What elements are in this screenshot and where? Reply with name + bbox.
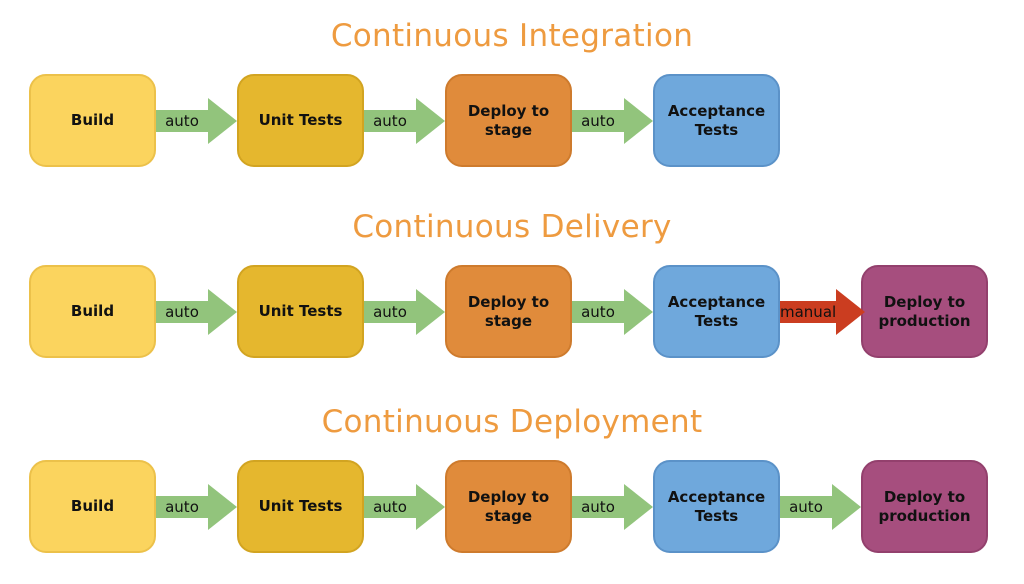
- arrow-head-icon: [836, 288, 866, 335]
- pipeline-row-continuous-deployment: Continuous Deployment Build auto Unit Te…: [0, 400, 1024, 553]
- flow-arrow-auto: auto: [572, 265, 653, 358]
- stage-box-acceptance-tests: Acceptance Tests: [653, 265, 780, 358]
- stage-label: Acceptance Tests: [667, 101, 766, 139]
- stage-label: Unit Tests: [258, 302, 343, 321]
- arrow-head-icon: [208, 288, 237, 335]
- pipeline-title: Continuous Integration: [330, 18, 694, 54]
- stage-label: Deploy to stage: [467, 487, 550, 525]
- arrow-label: auto: [789, 497, 823, 516]
- arrow-tail: auto: [156, 300, 208, 323]
- arrow-head-icon: [832, 483, 861, 530]
- stage-label: Deploy to production: [878, 487, 971, 525]
- arrow-label: auto: [373, 302, 407, 321]
- stage-box-deploy-to-production: Deploy to production: [861, 265, 988, 358]
- flow-arrow-auto: auto: [156, 265, 237, 358]
- arrow-head-icon: [624, 483, 653, 530]
- arrow-label: auto: [165, 497, 199, 516]
- arrow-tail: auto: [572, 495, 624, 518]
- arrow-tail: auto: [780, 495, 832, 518]
- arrow-head-icon: [208, 97, 237, 144]
- stage-box-unit-tests: Unit Tests: [237, 265, 364, 358]
- stage-label: Unit Tests: [258, 111, 343, 130]
- arrow-tail: auto: [364, 300, 416, 323]
- pipeline-row-continuous-delivery: Continuous Delivery Build auto Unit Test…: [0, 205, 1024, 358]
- arrow-label: auto: [581, 497, 615, 516]
- flow-arrow-auto: auto: [572, 460, 653, 553]
- pipeline-row-continuous-integration: Continuous Integration Build auto Unit T…: [0, 14, 1024, 167]
- pipeline-flow: Build auto Unit Tests auto Deploy to sta…: [29, 460, 1024, 553]
- flow-arrow-auto: auto: [572, 74, 653, 167]
- stage-box-acceptance-tests: Acceptance Tests: [653, 460, 780, 553]
- stage-label: Acceptance Tests: [667, 487, 766, 525]
- stage-label: Deploy to stage: [467, 101, 550, 139]
- stage-box-build: Build: [29, 265, 156, 358]
- flow-arrow-auto: auto: [780, 460, 861, 553]
- flow-arrow-auto: auto: [364, 74, 445, 167]
- stage-box-build: Build: [29, 460, 156, 553]
- stage-box-deploy-to-stage: Deploy to stage: [445, 74, 572, 167]
- pipeline-title: Continuous Deployment: [321, 404, 703, 440]
- stage-box-unit-tests: Unit Tests: [237, 460, 364, 553]
- stage-label: Deploy to stage: [467, 292, 550, 330]
- arrow-label: auto: [373, 497, 407, 516]
- flow-arrow-auto: auto: [156, 460, 237, 553]
- stage-box-acceptance-tests: Acceptance Tests: [653, 74, 780, 167]
- arrow-tail: auto: [572, 109, 624, 132]
- stage-box-deploy-to-stage: Deploy to stage: [445, 265, 572, 358]
- stage-box-deploy-to-stage: Deploy to stage: [445, 460, 572, 553]
- arrow-head-icon: [416, 97, 445, 144]
- arrow-label: auto: [581, 302, 615, 321]
- flow-arrow-auto: auto: [364, 460, 445, 553]
- stage-label: Unit Tests: [258, 497, 343, 516]
- stage-label: Deploy to production: [878, 292, 971, 330]
- flow-arrow-manual: manual: [780, 265, 866, 358]
- stage-label: Build: [70, 302, 115, 321]
- arrow-head-icon: [416, 288, 445, 335]
- stage-label: Build: [70, 111, 115, 130]
- stage-label: Build: [70, 497, 115, 516]
- stage-box-deploy-to-production: Deploy to production: [861, 460, 988, 553]
- stage-box-unit-tests: Unit Tests: [237, 74, 364, 167]
- flow-arrow-auto: auto: [156, 74, 237, 167]
- arrow-tail: auto: [156, 109, 208, 132]
- pipeline-title: Continuous Delivery: [352, 209, 672, 245]
- arrow-head-icon: [624, 97, 653, 144]
- flow-arrow-auto: auto: [364, 265, 445, 358]
- arrow-tail: auto: [156, 495, 208, 518]
- arrow-label: auto: [165, 111, 199, 130]
- arrow-tail: auto: [364, 495, 416, 518]
- stage-box-build: Build: [29, 74, 156, 167]
- arrow-tail: manual: [780, 300, 837, 323]
- arrow-head-icon: [416, 483, 445, 530]
- stage-label: Acceptance Tests: [667, 292, 766, 330]
- arrow-tail: auto: [572, 300, 624, 323]
- arrow-label: auto: [581, 111, 615, 130]
- pipeline-flow: Build auto Unit Tests auto Deploy to sta…: [29, 74, 1024, 167]
- arrow-head-icon: [208, 483, 237, 530]
- arrow-head-icon: [624, 288, 653, 335]
- arrow-label: auto: [165, 302, 199, 321]
- arrow-label: manual: [780, 302, 837, 321]
- arrow-tail: auto: [364, 109, 416, 132]
- arrow-label: auto: [373, 111, 407, 130]
- pipeline-flow: Build auto Unit Tests auto Deploy to sta…: [29, 265, 1024, 358]
